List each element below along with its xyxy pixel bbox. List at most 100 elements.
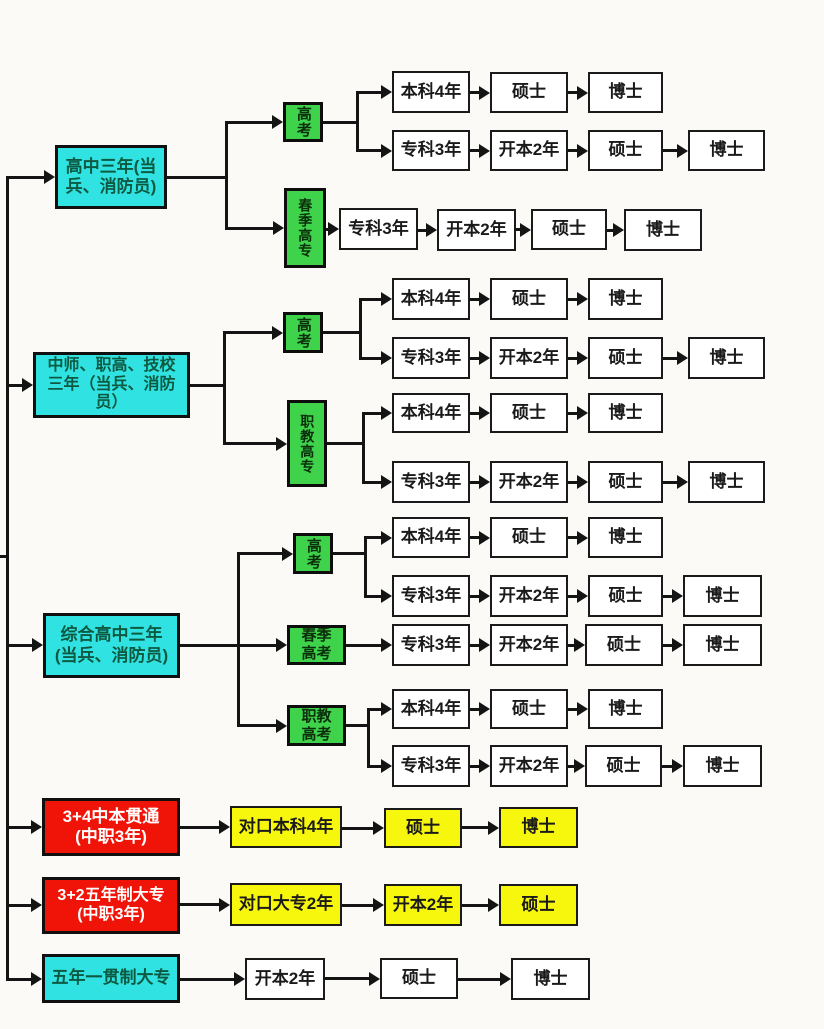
arrowhead-icon [577, 143, 588, 158]
arrowhead-icon [577, 702, 588, 716]
stage-shuoshi-box: 硕士 [490, 689, 568, 729]
connector-line [470, 707, 481, 711]
connector-line [342, 903, 375, 907]
stage-boshi-label: 博士 [608, 82, 643, 102]
connector-line [180, 825, 221, 829]
stage-boshi-label: 博士 [646, 219, 680, 239]
stage-kaiben-2yr-box: 开本2年 [384, 884, 462, 926]
arrowhead-icon [276, 638, 287, 652]
stage-duikou-dazhuan-2yr-box: 对口大专2年 [230, 883, 342, 926]
arrowhead-icon [677, 351, 688, 365]
connector-line [462, 826, 490, 829]
connector-line [226, 120, 274, 124]
arrowhead-icon [613, 223, 624, 237]
stage-duikou-benke-4yr-label: 对口本科4年 [238, 816, 334, 836]
arrowhead-icon [276, 718, 287, 733]
stage-boshi-box: 博士 [683, 624, 762, 666]
stage-shuoshi-box: 硕士 [585, 745, 662, 787]
stage-shuoshi-box: 硕士 [490, 393, 568, 433]
start-comprehensive-high-3yr-box: 综合高中三年 (当兵、消防员) [43, 613, 180, 678]
connector-line [346, 643, 383, 647]
arrowhead-icon [479, 351, 490, 365]
connector-line [418, 228, 428, 232]
connector-line [355, 120, 359, 152]
connector-line [180, 644, 240, 647]
stage-boshi-box: 博士 [688, 130, 765, 171]
connector-line [663, 594, 674, 598]
stage-kaiben-2yr-label: 开本2年 [498, 755, 560, 775]
stage-boshi-box: 博士 [499, 807, 578, 848]
connector-line [238, 552, 284, 555]
stage-zhuanke-3yr-box: 专科3年 [392, 745, 470, 787]
stage-kaiben-2yr-box: 开本2年 [490, 745, 568, 787]
connector-line [327, 442, 365, 445]
arrowhead-icon [31, 972, 42, 986]
arrowhead-icon [44, 170, 55, 184]
arrowhead-icon [672, 589, 683, 603]
connector-line [325, 977, 371, 980]
stage-boshi-box: 博士 [683, 745, 762, 787]
connector-line [458, 977, 502, 981]
connector-line [607, 228, 615, 232]
connector-line [365, 536, 383, 539]
stage-kaiben-2yr-box: 开本2年 [245, 958, 325, 1000]
connector-line [366, 707, 370, 727]
stage-shuoshi-label: 硕士 [521, 894, 556, 914]
arrowhead-icon [479, 475, 490, 489]
arrowhead-icon [276, 436, 287, 451]
arrowhead-icon [272, 325, 283, 340]
arrowhead-icon [479, 406, 490, 420]
exam-spring-gaozhuan-label: 春季高专 [297, 198, 314, 258]
stage-shuoshi-box: 硕士 [380, 958, 458, 999]
arrowhead-icon [577, 406, 588, 420]
arrowhead-icon [479, 702, 490, 716]
arrowhead-icon [381, 759, 392, 773]
arrowhead-icon [22, 378, 33, 392]
stage-shuoshi-label: 硕士 [608, 347, 643, 367]
start-zhongshi-zhigao-jixiao-3yr-label: 中师、职高、技校 三年（当兵、消防 员） [47, 356, 176, 412]
connector-line [366, 724, 370, 768]
connector-line [568, 764, 576, 768]
stage-shuoshi-box: 硕士 [588, 461, 663, 503]
arrowhead-icon [479, 143, 490, 158]
exam-gaokao-1-label: 高考 [294, 106, 312, 138]
stage-shuoshi-label: 硕士 [402, 968, 436, 988]
stage-shuoshi-label: 硕士 [406, 817, 440, 837]
connector-line [358, 297, 362, 334]
stage-kaiben-2yr-box: 开本2年 [490, 461, 568, 503]
stage-boshi-label: 博士 [709, 471, 744, 491]
stage-shuoshi-label: 硕士 [552, 219, 586, 239]
stage-benke-4yr-label: 本科4年 [400, 402, 462, 422]
stage-benke-4yr-box: 本科4年 [392, 689, 470, 729]
stage-benke-4yr-label: 本科4年 [400, 698, 462, 718]
trunk-branch-line [5, 825, 33, 829]
stage-boshi-label: 博士 [709, 140, 744, 160]
stage-shuoshi-box: 硕士 [588, 337, 663, 379]
stage-boshi-box: 博士 [624, 209, 702, 251]
start-senior-high-3yr-box: 高中三年(当 兵、消防员) [55, 145, 167, 209]
stage-boshi-box: 博士 [688, 461, 765, 503]
stage-zhuanke-3yr-box: 专科3年 [339, 208, 418, 250]
connector-line [180, 977, 236, 981]
arrowhead-icon [479, 85, 490, 100]
stage-kaiben-2yr-label: 开本2年 [498, 471, 560, 491]
stage-kaiben-2yr-label: 开本2年 [498, 347, 560, 367]
arrowhead-icon [500, 972, 511, 986]
connector-line [224, 120, 228, 179]
connector-line [470, 594, 481, 598]
arrowhead-icon [381, 589, 392, 603]
stage-kaiben-2yr-label: 开本2年 [392, 894, 454, 914]
stage-boshi-label: 博士 [608, 527, 643, 547]
connector-line [368, 707, 383, 711]
arrowhead-icon [577, 292, 588, 306]
stage-boshi-label: 博士 [533, 968, 568, 988]
connector-line [663, 356, 679, 360]
connector-line [568, 91, 579, 94]
connector-line [346, 724, 370, 727]
stage-duikou-dazhuan-2yr-label: 对口大专2年 [238, 894, 334, 914]
stage-zhuanke-3yr-label: 专科3年 [400, 347, 462, 367]
start-5yr-continuous-dazhuan-box: 五年一贯制大专 [42, 954, 180, 1003]
connector-line [357, 90, 383, 94]
arrowhead-icon [577, 530, 588, 545]
